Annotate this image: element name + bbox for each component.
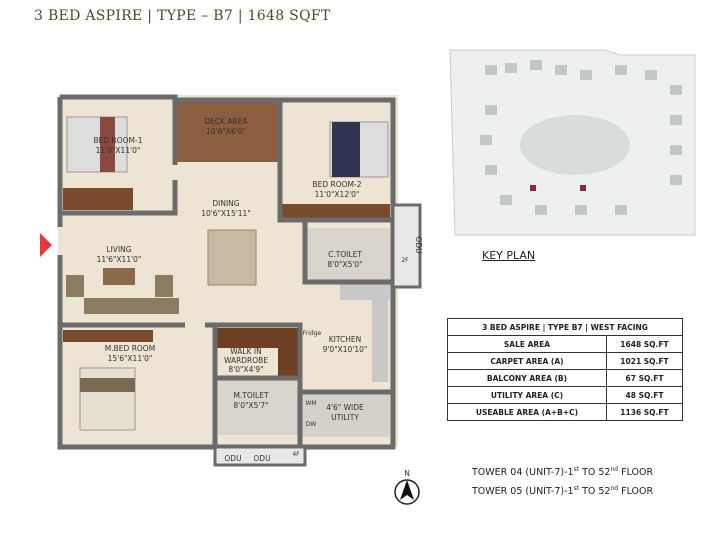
c-toilet-floor bbox=[305, 228, 390, 280]
tower-text: TOWER 05 (UNIT-7)-1 bbox=[472, 486, 574, 498]
armchair bbox=[66, 275, 84, 297]
row-value: 1648 SQ.FT bbox=[605, 335, 684, 353]
table-row: CARPET AREA (A)1021 SQ.FT bbox=[447, 352, 684, 370]
utility-label-2: UTILITY bbox=[331, 413, 359, 422]
row-label: SALE AREA bbox=[447, 335, 607, 353]
row-value: 1136 SQ.FT bbox=[605, 403, 684, 421]
deck-size: 10'6"X6'0" bbox=[206, 127, 246, 136]
shaft-label: 2F bbox=[401, 257, 409, 264]
kitchen-label: KITCHEN bbox=[329, 335, 362, 344]
tower-text: TOWER 04 (UNIT-7)-1 bbox=[472, 467, 574, 479]
kitchen-size: 9'0"X10'10" bbox=[323, 345, 368, 354]
c-toilet-label: C.TOILET bbox=[328, 250, 362, 259]
row-value: 67 SQ.FT bbox=[605, 369, 684, 387]
wardrobe-unit bbox=[216, 328, 298, 348]
tower-text: TO 52 bbox=[579, 486, 611, 498]
sup: nd bbox=[610, 485, 619, 492]
area-table: 3 BED ASPIRE | TYPE B7 | WEST FACING SAL… bbox=[447, 318, 684, 421]
bed1-size: 11'0"X11'0" bbox=[96, 146, 141, 155]
odu-label-bottom: ODU bbox=[224, 454, 241, 463]
shaft-bottom bbox=[213, 445, 307, 467]
row-value: 48 SQ.FT bbox=[605, 386, 684, 404]
deck-label: DECK AREA bbox=[204, 117, 248, 126]
bed1-wardrobe bbox=[63, 188, 133, 210]
shaft-label-2: 4F bbox=[292, 451, 300, 458]
sup: nd bbox=[610, 466, 619, 473]
table-row: BALCONY AREA (B)67 SQ.FT bbox=[447, 369, 684, 387]
key-plan-label: KEY PLAN bbox=[482, 249, 536, 262]
row-label: UTILITY AREA (C) bbox=[447, 386, 607, 404]
m-toilet-label: M.TOILET bbox=[233, 391, 268, 400]
sup: st bbox=[573, 466, 580, 473]
row-label: CARPET AREA (A) bbox=[447, 352, 607, 370]
sofa bbox=[84, 298, 179, 314]
page-title: 3 BED ASPIRE | TYPE – B7 | 1648 SQFT bbox=[34, 8, 331, 24]
utility-floor bbox=[300, 392, 390, 437]
fridge-label: Fridge bbox=[303, 330, 322, 337]
bed1-label: BED ROOM-1 bbox=[93, 136, 142, 145]
coffee-table bbox=[103, 268, 135, 285]
row-value: 1021 SQ.FT bbox=[605, 352, 684, 370]
row-label: BALCONY AREA (B) bbox=[447, 369, 607, 387]
bed2-label: BED ROOM-2 bbox=[312, 180, 361, 189]
table-row: USEABLE AREA (A+B+C)1136 SQ.FT bbox=[447, 403, 684, 421]
area-table-header: 3 BED ASPIRE | TYPE B7 | WEST FACING bbox=[447, 318, 683, 336]
mbed-size: 15'6"X11'0" bbox=[108, 354, 153, 363]
mbed-wardrobe bbox=[63, 330, 153, 342]
tower-text: FLOOR bbox=[618, 486, 654, 498]
dining-label: DINING bbox=[212, 199, 239, 208]
mbed-bed bbox=[79, 367, 136, 431]
armchair bbox=[155, 275, 173, 297]
m-toilet-size: 8'0"X5'7" bbox=[233, 401, 268, 410]
dining-table bbox=[207, 229, 257, 286]
mbed-blanket bbox=[80, 378, 135, 392]
wardrobe-size: 8'0"X4'9" bbox=[228, 365, 263, 374]
deck-floor bbox=[175, 100, 280, 162]
tower-text: TO 52 bbox=[579, 467, 611, 479]
tower-text: FLOOR bbox=[618, 467, 654, 479]
dw-label: DW bbox=[306, 421, 317, 428]
living-size: 11'6"X11'0" bbox=[97, 255, 142, 264]
m-toilet-floor bbox=[218, 378, 300, 435]
shaft-right bbox=[391, 203, 422, 289]
bed2-blanket bbox=[332, 122, 360, 177]
north-label: N bbox=[404, 469, 410, 478]
c-toilet-size: 8'0"X5'0" bbox=[327, 260, 362, 269]
wardrobe-label-2: WARDROBE bbox=[224, 356, 268, 365]
key-plan-map bbox=[449, 49, 696, 236]
bed2-size: 11'0"X12'0" bbox=[315, 190, 360, 199]
wardrobe-unit-side bbox=[278, 328, 298, 376]
tower-04-floors: TOWER 04 (UNIT-7)-1st TO 52nd FLOOR bbox=[472, 466, 653, 478]
north-arrow-icon bbox=[400, 480, 414, 500]
kitchen-counter-side bbox=[372, 282, 388, 382]
utility-label-1: 4'6" WIDE bbox=[326, 403, 364, 412]
wm-label: WM bbox=[305, 400, 316, 407]
row-label: USEABLE AREA (A+B+C) bbox=[447, 403, 607, 421]
living-label: LIVING bbox=[106, 245, 131, 254]
bed1-blanket bbox=[100, 117, 115, 172]
wardrobe-label-1: WALK IN bbox=[230, 347, 261, 356]
mbed-label: M.BED ROOM bbox=[105, 344, 155, 353]
sup: st bbox=[573, 485, 580, 492]
odu-label-bottom-2: ODU bbox=[253, 454, 270, 463]
odu-label-right: ODU bbox=[414, 236, 423, 253]
dining-size: 10'6"X15'11" bbox=[201, 209, 251, 218]
entry-arrow-icon bbox=[40, 233, 52, 257]
bed1-bed bbox=[66, 116, 128, 173]
table-row: UTILITY AREA (C)48 SQ.FT bbox=[447, 386, 684, 404]
tower-05-floors: TOWER 05 (UNIT-7)-1st TO 52nd FLOOR bbox=[472, 485, 653, 497]
